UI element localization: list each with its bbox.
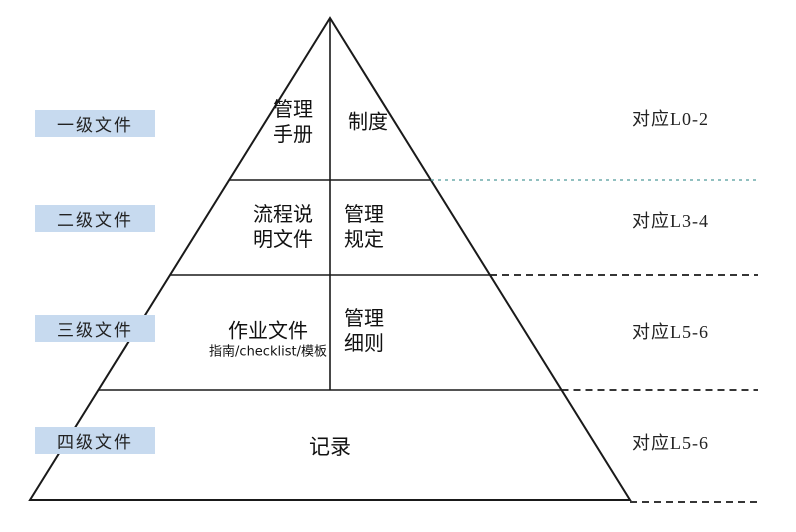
level-3-left-cell-title: 作业文件 [227,318,308,343]
level-3-mapping-label: 对应L5-6 [632,322,709,342]
level-3-right-cell: 管理细则 [344,306,384,355]
level-4-mapping-label: 对应L5-6 [632,433,709,453]
level-1-left-cell: 管理手册 [273,97,313,146]
level-3-left-cell-subtitle: 指南/checklist/模板 [209,344,327,360]
level-4-center-cell: 记录 [309,434,351,459]
level-1-side-label: 一级文件 [35,110,155,137]
level-3-side-label: 三级文件 [35,315,155,342]
level-4-side-label: 四级文件 [35,427,155,454]
level-1-right-cell: 制度 [348,109,388,134]
level-1-mapping-label: 对应L0-2 [632,109,709,129]
level-2-side-label: 二级文件 [35,205,155,232]
level-2-mapping-label: 对应L3-4 [632,211,709,231]
level-3-left-cell: 作业文件 指南/checklist/模板 [209,318,327,361]
level-2-left-cell: 流程说明文件 [253,202,313,251]
level-2-right-cell: 管理规定 [344,202,384,251]
